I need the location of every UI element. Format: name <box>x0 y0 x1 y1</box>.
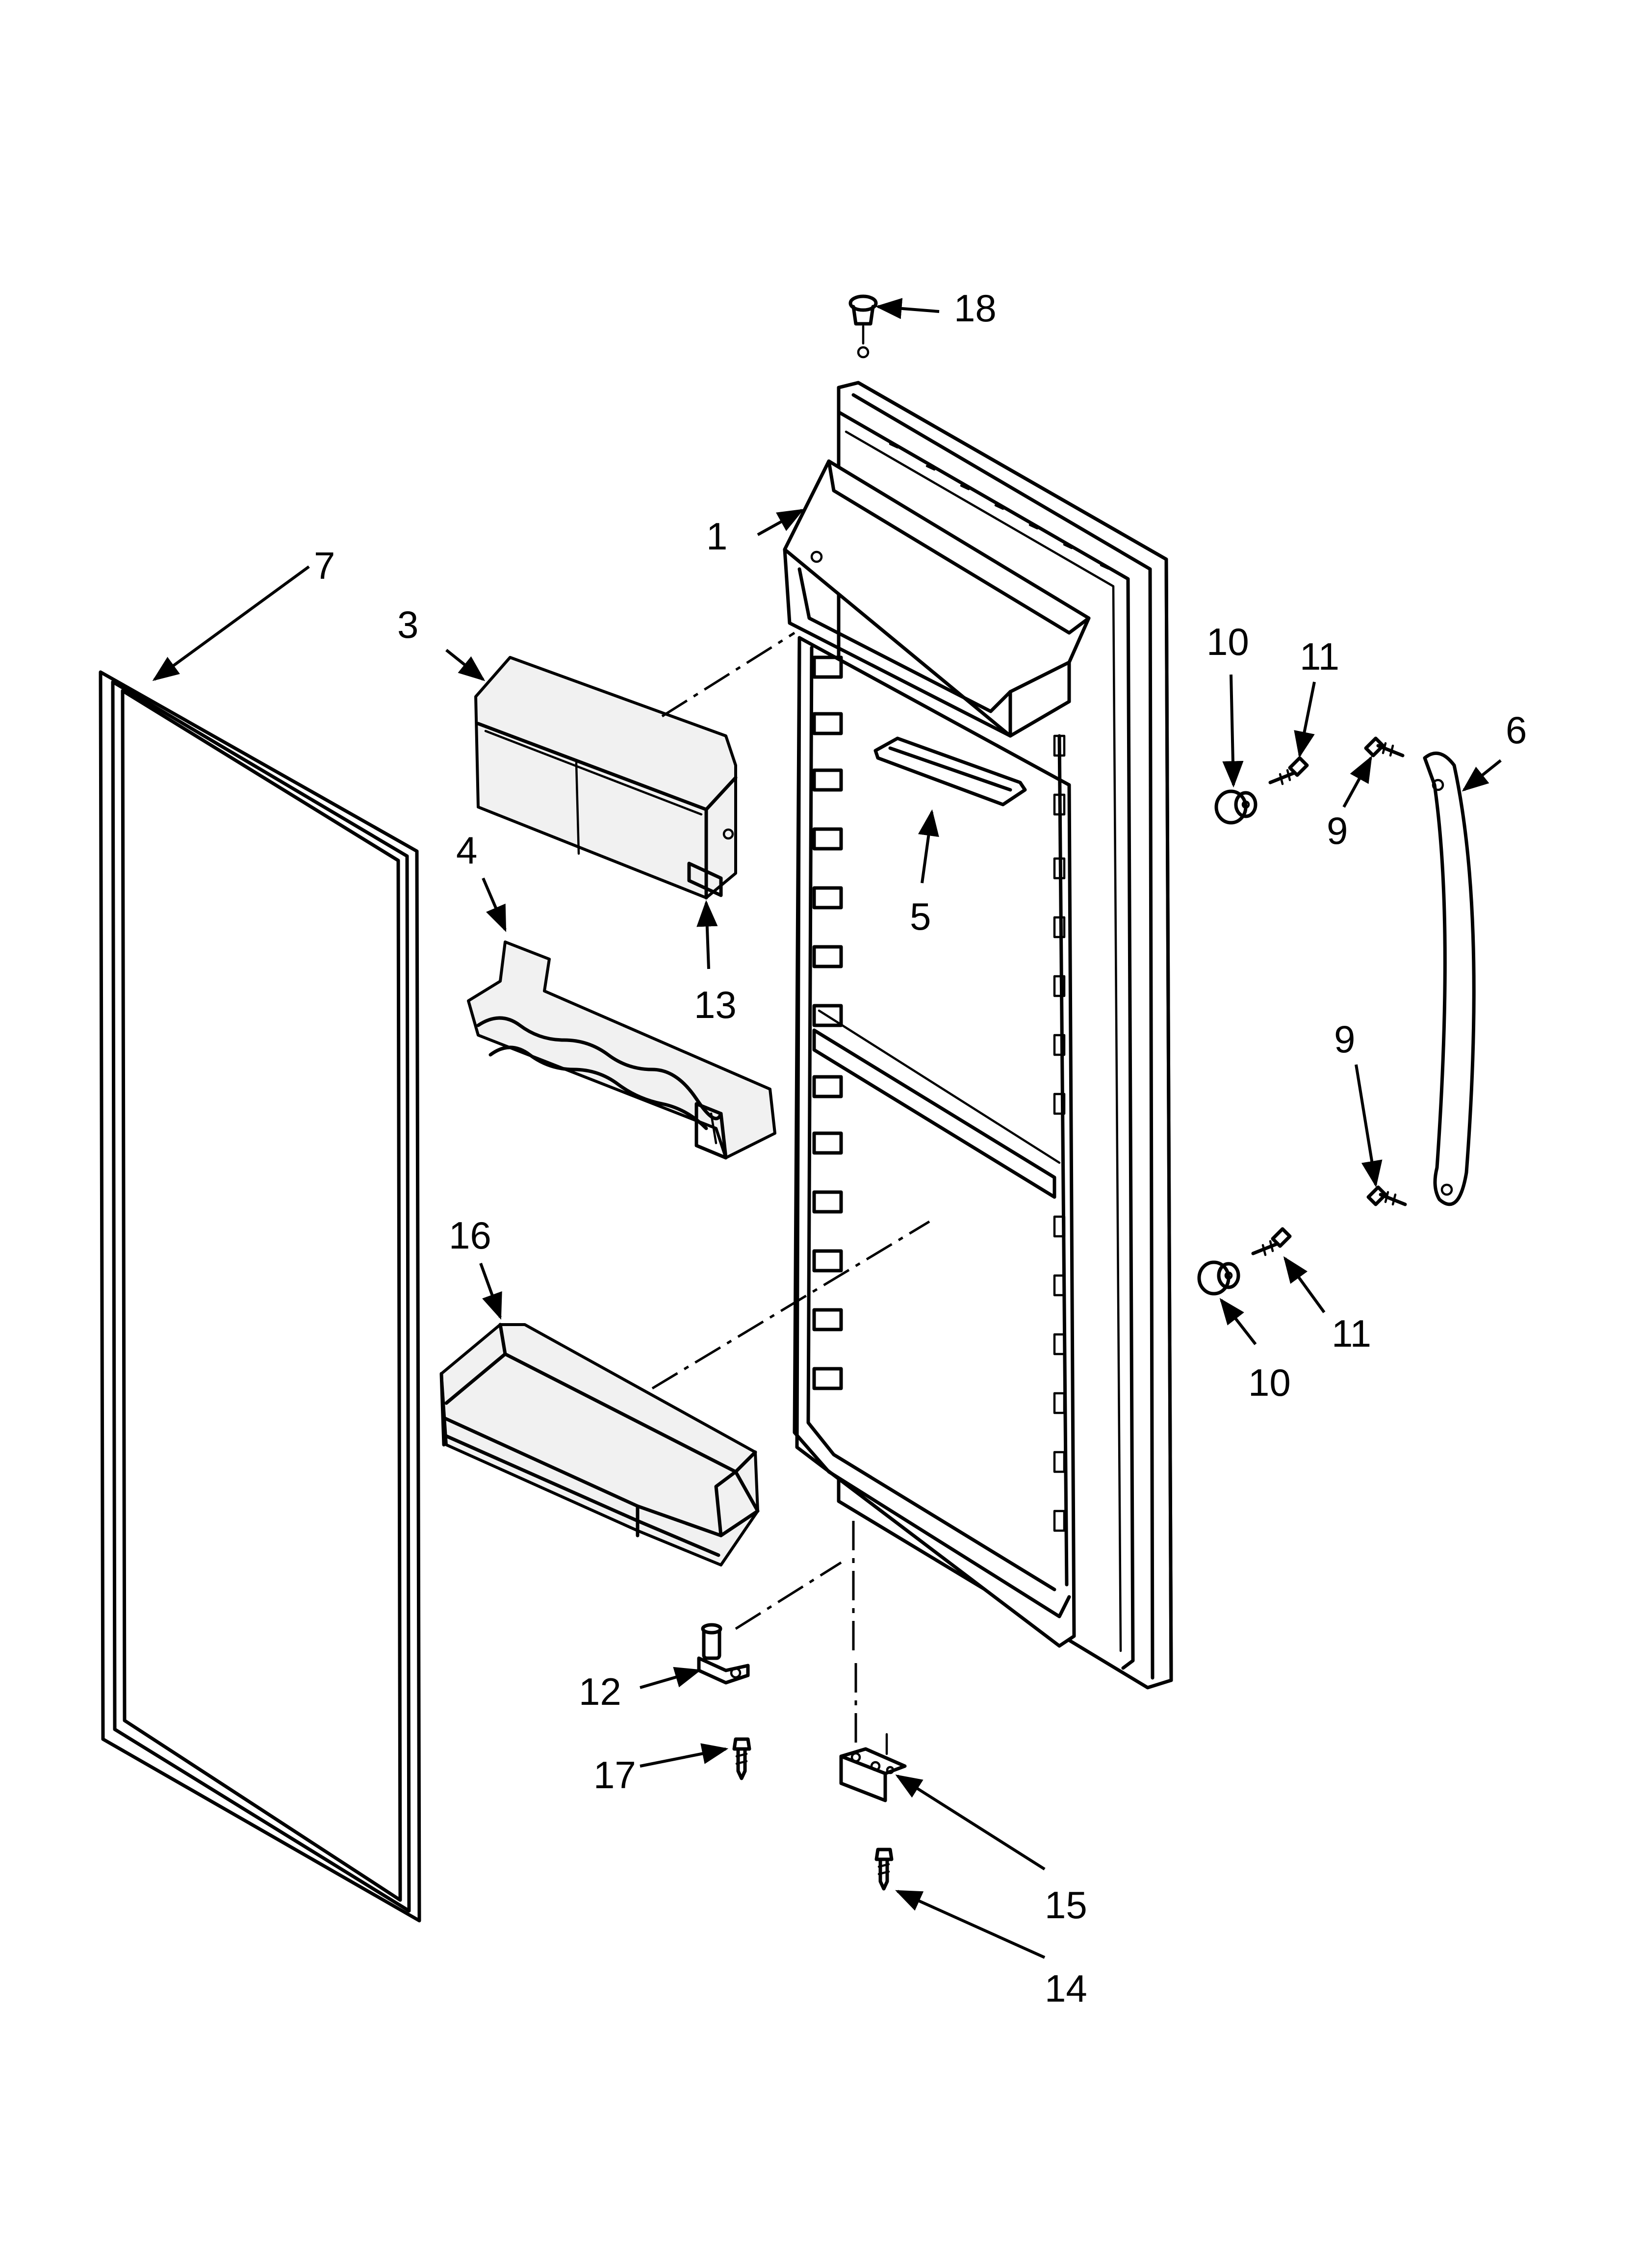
callout-14: 14 <box>1045 1967 1087 2010</box>
callout-labels: 1 3 4 5 6 7 9 9 10 10 11 11 12 13 14 15 … <box>314 287 1527 2010</box>
callout-10-lower: 10 <box>1248 1361 1291 1404</box>
part-1-door-liner <box>783 346 1173 1690</box>
right-bin-tabs <box>1053 734 1066 1532</box>
part-6-door-handle <box>1423 752 1476 1206</box>
callout-17: 17 <box>593 1753 636 1797</box>
part-17-screw <box>732 1737 751 1780</box>
part-5-small-tray <box>873 736 1027 807</box>
part-9-screw-lower <box>1366 1185 1407 1206</box>
callout-11-upper: 11 <box>1300 635 1339 678</box>
part-11-screw-upper <box>1268 756 1309 785</box>
part-10-spacer-lower <box>1197 1260 1240 1296</box>
callout-12: 12 <box>579 1670 621 1713</box>
part-16-door-bin <box>439 1220 930 1566</box>
callout-9-lower: 9 <box>1334 1017 1355 1061</box>
part-7-door-gasket <box>99 670 421 1923</box>
part-9-screw-upper <box>1364 736 1405 757</box>
part-4-egg-bin <box>467 940 776 1160</box>
callout-13: 13 <box>694 983 737 1026</box>
callout-11-lower: 11 <box>1332 1312 1371 1355</box>
callout-10-upper: 10 <box>1206 620 1249 663</box>
callout-7: 7 <box>314 544 335 587</box>
part-15-hinge-bracket <box>839 1663 907 1802</box>
callout-3: 3 <box>397 603 418 646</box>
callout-6: 6 <box>1506 708 1527 752</box>
part-12-lower-hinge <box>697 1521 855 1685</box>
callout-5: 5 <box>910 895 931 938</box>
part-3-dairy-door <box>474 631 795 900</box>
callout-4: 4 <box>456 829 477 872</box>
callout-9-upper: 9 <box>1327 809 1348 852</box>
part-13-hinge-pin <box>687 861 723 897</box>
part-10-spacer-upper <box>1214 789 1257 825</box>
callout-15: 15 <box>1045 1883 1087 1927</box>
leader-arrows <box>152 298 1502 1959</box>
callout-18: 18 <box>954 287 997 330</box>
callout-16: 16 <box>449 1214 491 1257</box>
callout-1: 1 <box>706 515 727 558</box>
part-11-screw-lower <box>1251 1227 1292 1256</box>
part-18-door-plug <box>848 294 878 345</box>
left-bin-tabs <box>812 655 843 1390</box>
part-14-screw <box>874 1848 894 1891</box>
